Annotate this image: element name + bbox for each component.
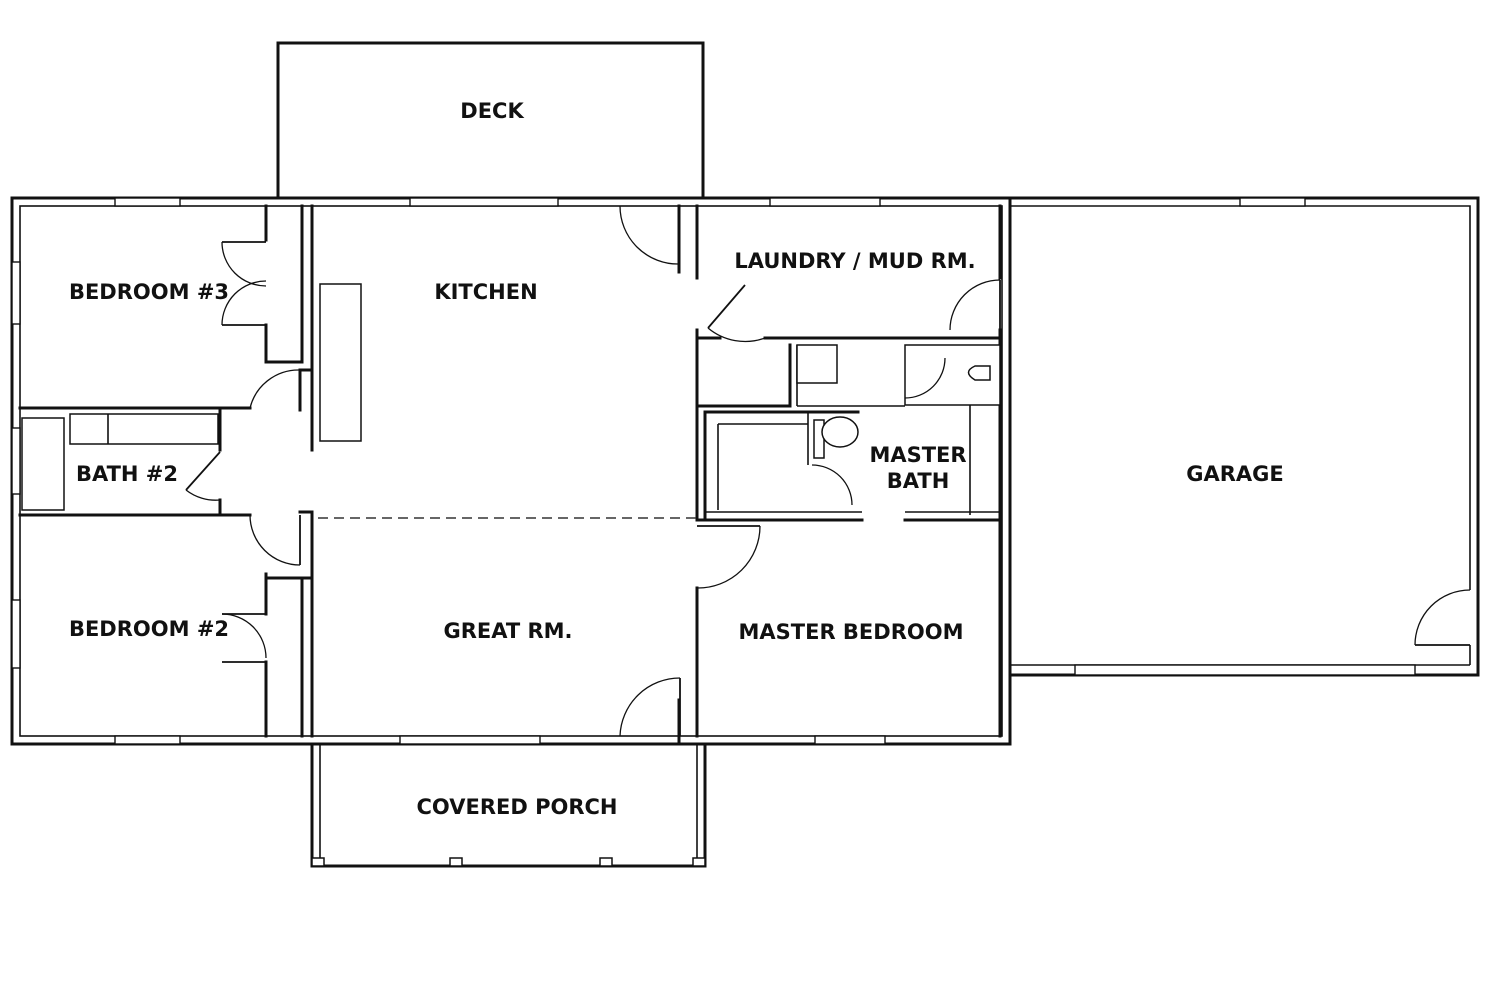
label-master-bath-line2: BATH [887, 469, 950, 493]
label-kitchen: KITCHEN [434, 280, 537, 304]
label-great-room: GREAT RM. [443, 619, 572, 643]
label-bedroom-2: BEDROOM #2 [69, 617, 229, 641]
deck-outline [276, 41, 705, 200]
interior-walls [18, 204, 1002, 746]
label-master-bath-line1: MASTER [869, 443, 966, 467]
bath2-fixtures [21, 413, 219, 511]
windows [11, 197, 1416, 745]
label-bath-2: BATH #2 [76, 462, 178, 486]
label-garage: GARAGE [1186, 462, 1284, 486]
doors [185, 205, 1471, 737]
covered-porch-outline [310, 742, 707, 868]
label-laundry-mud-room: LAUNDRY / MUD RM. [734, 249, 975, 273]
garage-walls [1008, 196, 1480, 677]
kitchen-counter [319, 283, 362, 442]
label-master-bedroom: MASTER BEDROOM [739, 620, 964, 644]
label-covered-porch: COVERED PORCH [417, 795, 618, 819]
label-deck: DECK [460, 99, 524, 123]
label-bedroom-3: BEDROOM #3 [69, 280, 229, 304]
